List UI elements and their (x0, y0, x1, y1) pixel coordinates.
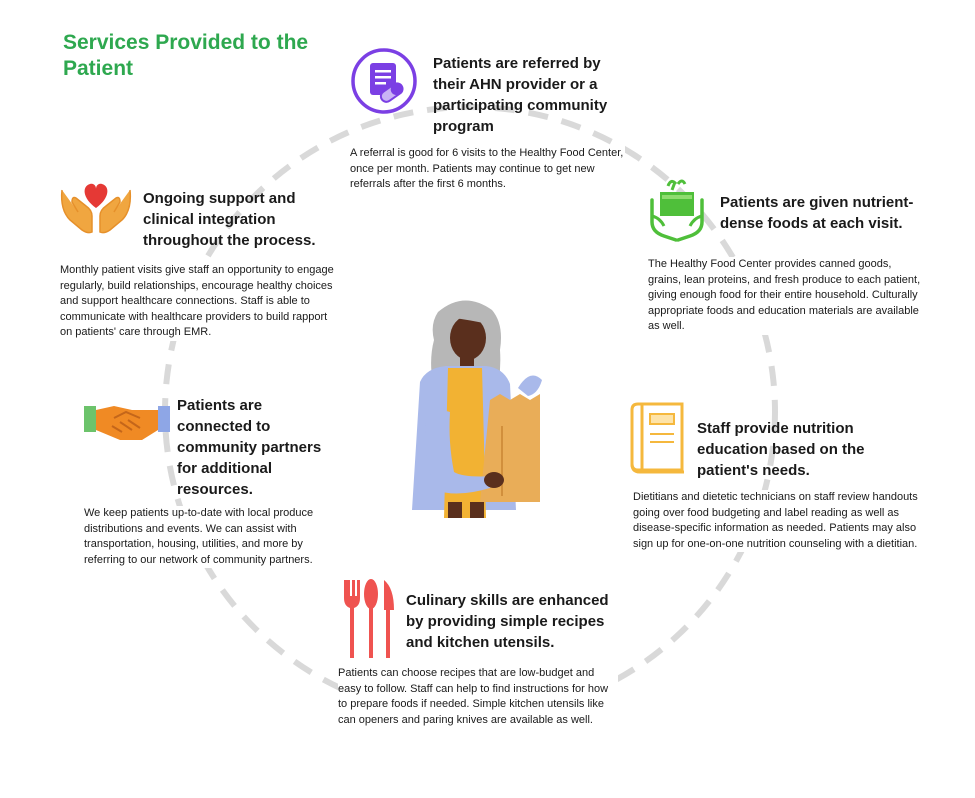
partners-text: We keep patients up-to-date with local p… (84, 506, 344, 568)
hands-heart-icon (58, 178, 134, 240)
page-title: Services Provided to the Patient (63, 31, 309, 80)
referral-text: A referral is good for 6 visits to the H… (350, 146, 625, 193)
education-text: Dietitians and dietetic technicians on s… (633, 490, 918, 552)
utensils-icon (340, 576, 398, 662)
culinary-text: Patients can choose recipes that are low… (338, 666, 618, 728)
foods-text: The Healthy Food Center provides canned … (648, 257, 923, 335)
partners-heading: Patients are connected to community part… (177, 397, 322, 498)
book-icon (628, 398, 690, 482)
support-heading: Ongoing support and clinical integration… (143, 190, 316, 249)
education-heading: Staff provide nutrition education based … (697, 420, 865, 479)
clipboard-referral-icon (350, 47, 418, 115)
woman-with-grocery-bag-illustration (398, 296, 568, 518)
referral-heading: Patients are referred by their AHN provi… (433, 55, 608, 135)
foods-heading: Patients are given nutrient-dense foods … (720, 194, 914, 232)
support-text: Monthly patient visits give staff an opp… (60, 263, 335, 341)
hands-food-box-icon (648, 178, 706, 246)
culinary-heading: Culinary skills are enhanced by providin… (406, 592, 609, 651)
handshake-icon (84, 400, 170, 442)
